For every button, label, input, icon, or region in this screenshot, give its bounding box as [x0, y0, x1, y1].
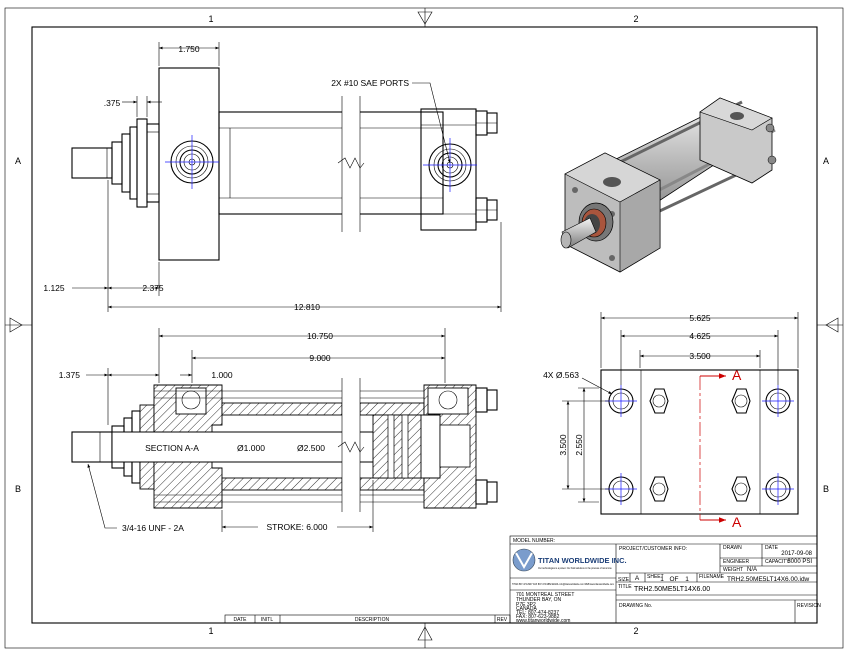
section-mark-bottom: A [732, 514, 742, 530]
rev-col-description: DESCRIPTION [355, 617, 390, 623]
sheet-of: OF [669, 576, 678, 583]
address-line-5: TEL: 807-474-8237 [516, 610, 559, 616]
zone-right-a: A [823, 156, 829, 166]
size-value: A [635, 575, 640, 582]
drawn-label: DRAWN [723, 545, 742, 551]
weight-label: WEIGHT [723, 567, 743, 573]
dim-10750: 10.750 [307, 331, 333, 341]
zone-left-a: A [15, 156, 21, 166]
drawing-no-label: DRAWING No. [619, 603, 652, 609]
zone-left-b: B [15, 484, 21, 494]
sheet-label: SHEET [647, 574, 664, 580]
dim-375: .375 [104, 98, 121, 108]
revision-label: REVISION [797, 603, 821, 609]
address-line-2: THUNDER BAY, ON [516, 597, 561, 603]
stroke-label: STROKE: 6.000 [267, 522, 328, 532]
title-label: TITLE [618, 584, 632, 590]
rev-col-date: DATE [234, 617, 248, 623]
sheet-value: 1 [660, 576, 664, 583]
project-label: PROJECT/CUSTOMER INFO: [619, 546, 687, 552]
title-block [224, 535, 818, 624]
address-line-1: 701 MONTREAL STREET [516, 592, 574, 598]
dim-1000: 1.000 [211, 370, 233, 380]
capacity-label: CAPACITY [765, 559, 790, 565]
rev-col-initials: INITL [261, 617, 273, 623]
model-number-label: MODEL NUMBER: [513, 538, 555, 544]
title-value: TRH2.50ME5LT14X6.00 [634, 586, 710, 593]
company-tagline: Our technologies is a power. Our fluid s… [538, 566, 612, 570]
isometric-view [560, 97, 777, 273]
dim-2375: 2.375 [142, 283, 164, 293]
dim-3500-horizontal: 3.500 [689, 351, 711, 361]
engineer-label: ENGINEER [723, 559, 750, 565]
zone-top-1: 1 [208, 14, 213, 24]
dim-1750: 1.750 [178, 44, 200, 54]
dim-4625: 4.625 [689, 331, 711, 341]
dim-12810: 12.810 [294, 302, 320, 312]
rev-col-rev: REV [497, 617, 508, 623]
date-value: 2017-09-08 [781, 551, 812, 557]
address-line-3: P7E 3P2 [516, 602, 536, 608]
ports-label: 2X #10 SAE PORTS [331, 78, 409, 88]
zone-right-b: B [823, 484, 829, 494]
date-label: DATE [765, 545, 779, 551]
company-contacts: TITAN 807-474-8237 FAX 807-474-9882 EMAI… [512, 582, 615, 586]
size-label: SIZE [618, 577, 630, 583]
company-name: TITAN WORLDWIDE INC. [538, 556, 627, 565]
dim-5625: 5.625 [689, 313, 711, 323]
dim-3500-vertical: 3.500 [558, 434, 568, 456]
dim-1125: 1.125 [43, 283, 65, 293]
zone-bottom-1: 1 [208, 626, 213, 636]
holes-label: 4X Ø.563 [543, 370, 579, 380]
filename-label: FILENAME [699, 574, 725, 580]
top-view [71, 42, 502, 312]
end-view [562, 312, 799, 523]
filename-value: TRH2.50ME5LT14X6.00.idw [727, 576, 810, 583]
rod-diameter: Ø1.000 [237, 443, 265, 453]
weight-value: N/A [747, 567, 757, 573]
dim-9000: 9.000 [309, 353, 331, 363]
dim-2550: 2.550 [574, 434, 584, 456]
section-mark-top: A [732, 367, 742, 383]
address-line-4: CANADA [516, 606, 538, 612]
dim-1375: 1.375 [59, 370, 81, 380]
address-line-6: FAX: 807-623-9882 [516, 614, 560, 620]
zone-bottom-2: 2 [633, 626, 638, 636]
address-line-7: www.titanworldwide.com [516, 618, 570, 624]
capacity-value: 3000 PSI [787, 559, 812, 565]
sheet-total: 1 [685, 576, 689, 583]
section-label: SECTION A-A [145, 443, 199, 453]
section-view [71, 328, 498, 532]
thread-label: 3/4-16 UNF - 2A [122, 523, 184, 533]
zone-top-2: 2 [633, 14, 638, 24]
bore-diameter: Ø2.500 [297, 443, 325, 453]
